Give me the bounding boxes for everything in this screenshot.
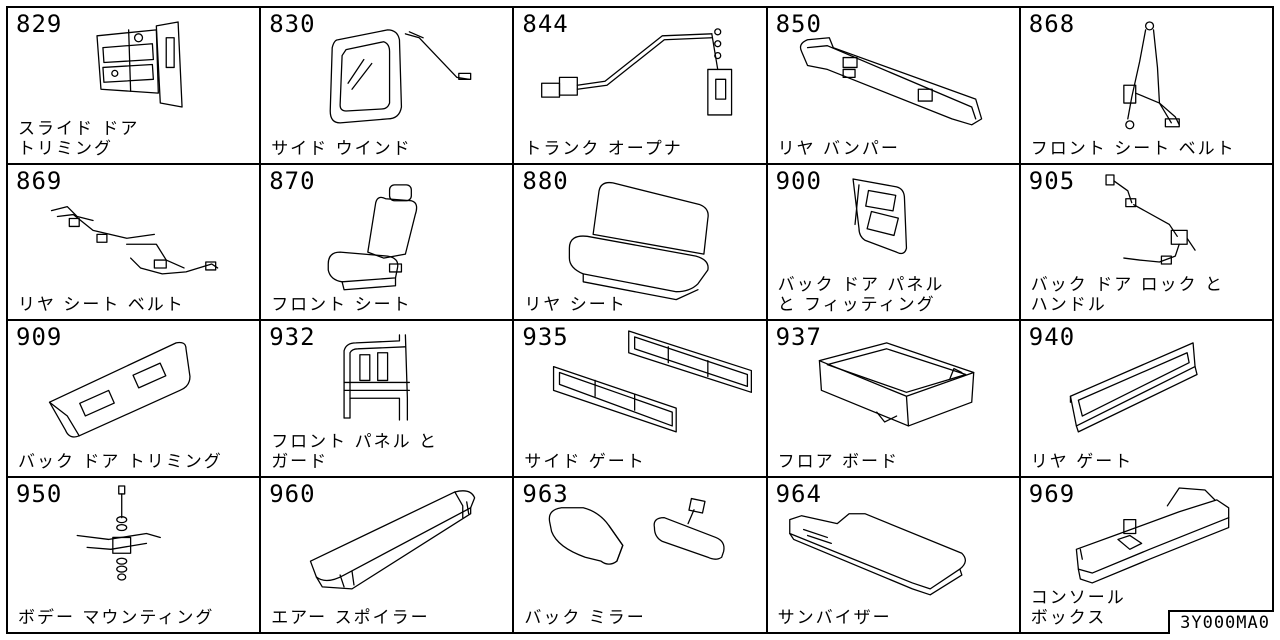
part-cell-935[interactable]: 935 サイド ゲート — [514, 321, 768, 478]
part-label: リヤ シート ベルト — [18, 295, 185, 315]
part-code: 932 — [269, 323, 316, 351]
part-code: 937 — [775, 323, 822, 351]
part-code: 969 — [1028, 479, 1076, 508]
rear-bumper-icon — [799, 37, 982, 126]
part-code: 844 — [522, 10, 569, 38]
part-cell-900[interactable]: 900 バック ドア パネル と フィッティング — [767, 164, 1021, 321]
part-label: フロア ボード — [777, 451, 899, 472]
part-cell-969[interactable]: 969 コンソール ボックス — [1020, 477, 1274, 634]
part-cell-869[interactable]: 869 リヤ シート ベルト — [8, 164, 262, 321]
rear-seat-belt-icon — [50, 205, 219, 275]
part-code: 950 — [16, 479, 63, 508]
part-code: 868 — [1028, 10, 1076, 38]
part-label: コンソール ボックス — [1030, 588, 1126, 628]
part-cell-937[interactable]: 937 フロア ボード — [767, 321, 1021, 478]
part-cell-880[interactable]: 880 リヤ シート — [514, 164, 768, 321]
floor-board-icon — [818, 342, 974, 427]
part-cell-950[interactable]: 950 ボデー マウンティング — [8, 477, 262, 634]
part-label: バック ミラー — [524, 608, 646, 628]
part-label: フロント パネル と ガード — [271, 431, 438, 472]
part-cell-940[interactable]: 940 リヤ ゲート — [1020, 321, 1274, 478]
part-code: 964 — [775, 479, 822, 508]
part-cell-850[interactable]: 850 リヤ バンパー — [767, 8, 1021, 165]
slide-door-trim-icon — [96, 21, 183, 108]
part-cell-963[interactable]: 963 バック ミラー — [514, 477, 768, 634]
part-cell-830[interactable]: 830 サイド ウインド — [261, 8, 515, 165]
part-label: サンバイザー — [777, 608, 892, 628]
part-label: フロント シート — [271, 295, 412, 315]
part-code: 869 — [16, 166, 63, 195]
front-panel-guard-icon — [343, 334, 411, 421]
part-code: 940 — [1028, 323, 1076, 351]
part-code: 850 — [775, 10, 822, 38]
rear-seat-icon — [569, 181, 710, 300]
part-cell-964[interactable]: 964 サンバイザー — [767, 477, 1021, 634]
part-code: 870 — [269, 166, 316, 195]
part-label: バック ドア ロック と ハンドル — [1030, 275, 1225, 315]
part-label: スライド ドア トリミング — [18, 118, 140, 159]
side-gate-icon — [553, 330, 753, 433]
part-cell-960[interactable]: 960 エアー スポイラー — [261, 477, 515, 634]
front-seat-belt-icon — [1123, 21, 1180, 130]
parts-grid: 829 スライド ドア トリミング 830 サイド ウインド 844 — [6, 6, 1274, 634]
part-code: 905 — [1028, 166, 1076, 195]
part-cell-932[interactable]: 932 フロント パネル と ガード — [261, 321, 515, 478]
part-code: 880 — [522, 166, 569, 195]
part-label: ボデー マウンティング — [18, 608, 215, 628]
back-door-lock-icon — [1105, 173, 1196, 265]
part-label: バック ドア トリミング — [18, 451, 223, 472]
part-cell-829[interactable]: 829 スライド ドア トリミング — [8, 8, 262, 165]
back-door-panel-icon — [852, 177, 907, 254]
rear-gate-icon — [1069, 342, 1198, 433]
back-mirror-icon — [549, 497, 726, 565]
part-label: バック ドア パネル と フィッティング — [777, 275, 945, 315]
air-spoiler-icon — [309, 489, 476, 590]
part-code: 960 — [269, 479, 316, 508]
front-seat-icon — [327, 183, 418, 290]
part-cell-844[interactable]: 844 トランク オープナ — [514, 8, 768, 165]
part-code: 909 — [16, 323, 63, 351]
back-door-trim-icon — [48, 341, 191, 438]
part-label: フロント シート ベルト — [1030, 138, 1236, 159]
sun-visor-icon — [788, 512, 966, 595]
part-cell-909[interactable]: 909 バック ドア トリミング — [8, 321, 262, 478]
part-code: 963 — [522, 479, 569, 508]
part-code: 830 — [269, 10, 316, 38]
part-label: サイド ウインド — [271, 138, 412, 159]
part-code: 900 — [775, 166, 822, 195]
side-window-icon — [329, 29, 472, 124]
body-mounting-icon — [76, 484, 161, 581]
part-label: リヤ ゲート — [1030, 451, 1134, 472]
part-code: 935 — [522, 323, 569, 351]
console-box-icon — [1075, 486, 1230, 584]
trunk-opener-icon — [541, 28, 733, 116]
reference-code: 3Y000MA0 — [1168, 610, 1274, 634]
part-label: リヤ バンパー — [777, 138, 900, 159]
part-label: トランク オープナ — [524, 138, 683, 159]
part-cell-870[interactable]: 870 フロント シート — [261, 164, 515, 321]
part-cell-905[interactable]: 905 バック ドア ロック と ハンドル — [1020, 164, 1274, 321]
part-label: サイド ゲート — [524, 451, 646, 472]
part-cell-868[interactable]: 868 フロント シート ベルト — [1020, 8, 1274, 165]
part-label: リヤ シート — [524, 295, 627, 315]
part-label: エアー スポイラー — [271, 608, 430, 628]
part-code: 829 — [16, 10, 63, 38]
